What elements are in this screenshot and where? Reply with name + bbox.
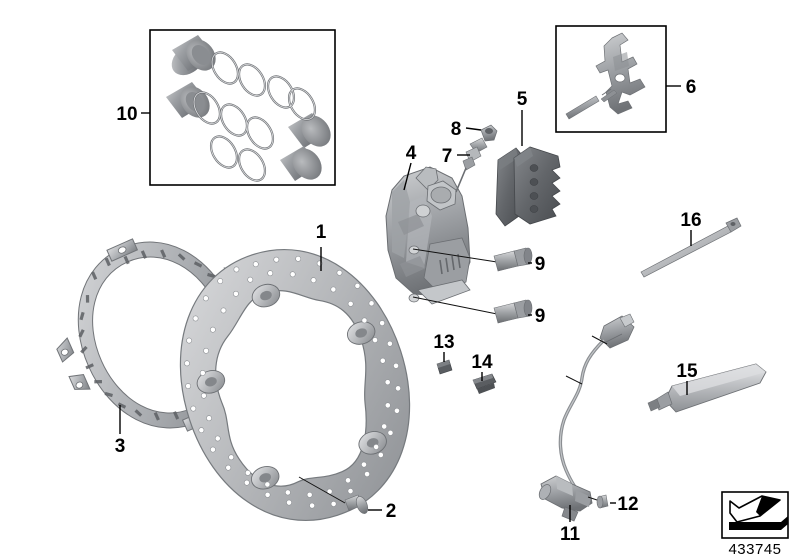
grease-tube-group: [647, 363, 767, 413]
caliper-piston: [280, 146, 322, 181]
orientation-box: [721, 491, 789, 539]
leader-9-lower-pointer: [412, 296, 498, 315]
abs-sensor-screw: [587, 494, 609, 509]
brake-caliper-group: [385, 162, 471, 305]
caliper-bolt-lower: [493, 299, 533, 324]
caliper-bolt-lower-group: [412, 296, 533, 324]
brake-disc-group: [179, 247, 411, 521]
callout-10: 10: [116, 104, 137, 125]
callout-11: 11: [560, 524, 581, 545]
callout-1: 1: [316, 222, 327, 243]
brake-caliper: [385, 166, 471, 305]
piston-seal-ring-highlight: [193, 52, 316, 181]
callout-14: 14: [471, 352, 493, 373]
abs-speed-sensor-group: [538, 313, 635, 522]
caliper-bolt-upper-group: [412, 247, 533, 272]
brake-pad-set-group: [495, 110, 561, 227]
cable-clip-small-group: [436, 352, 453, 375]
brake-pad-front: [513, 146, 561, 225]
callout-3: 3: [115, 436, 126, 457]
abs-sensor-cable-highlight: [559, 339, 605, 499]
bleed-valve: [455, 137, 488, 193]
cable-clip-small: [436, 359, 453, 375]
callout-15: 15: [676, 361, 698, 382]
callout-2: 2: [386, 501, 397, 522]
grease-tube: [647, 363, 767, 413]
callout-5: 5: [517, 89, 528, 110]
callout-9-upper: 9: [535, 254, 546, 275]
leader-2-pointer: [298, 476, 346, 504]
callout-labels: 1 2 3 4 5 6 7 8 9 9 10 11 12 13 14 15 16: [115, 77, 702, 545]
cable-mark: [591, 335, 608, 345]
caliper-piston: [171, 35, 216, 76]
leader-4: [403, 162, 412, 191]
callout-4: 4: [406, 143, 417, 164]
abs-sensor-head: [538, 475, 593, 522]
callout-13: 13: [433, 332, 454, 353]
bleed-valve-cap: [480, 124, 498, 142]
disc-mounting-bolt-group: [298, 476, 382, 514]
abs-sensor-connector: [599, 313, 635, 349]
leader-8: [465, 127, 482, 131]
caliper-piston: [288, 113, 331, 148]
bleed-valve-group: [455, 124, 498, 193]
cable-clip-large: [472, 373, 497, 394]
retaining-pin: [565, 95, 600, 120]
callout-8: 8: [451, 119, 462, 140]
direction-arrow-icon: [729, 495, 788, 530]
disc-mounting-bolt: [344, 494, 369, 514]
callout-16: 16: [680, 210, 701, 231]
spring-kit-box: [555, 25, 667, 133]
callout-12: 12: [617, 494, 638, 515]
callout-7: 7: [442, 146, 453, 167]
pad-retaining-spring-kit-group: [555, 25, 681, 133]
callout-9-lower: 9: [535, 306, 546, 327]
piston-kit-box: [149, 29, 336, 186]
diagram-id-number: 433745: [728, 541, 781, 558]
cable-mark: [565, 375, 583, 385]
cable-tie: [640, 217, 742, 278]
caliper-bolt-upper: [493, 247, 533, 272]
leader-9-upper-pointer: [412, 248, 498, 263]
cable-clip-large-group: [472, 372, 497, 394]
split-pin: [600, 88, 618, 103]
orientation-indicator-group: [721, 491, 789, 539]
cable-tie-group: [640, 217, 742, 278]
piston-and-seal-kit-group: [141, 29, 336, 186]
callout-6: 6: [686, 77, 697, 98]
